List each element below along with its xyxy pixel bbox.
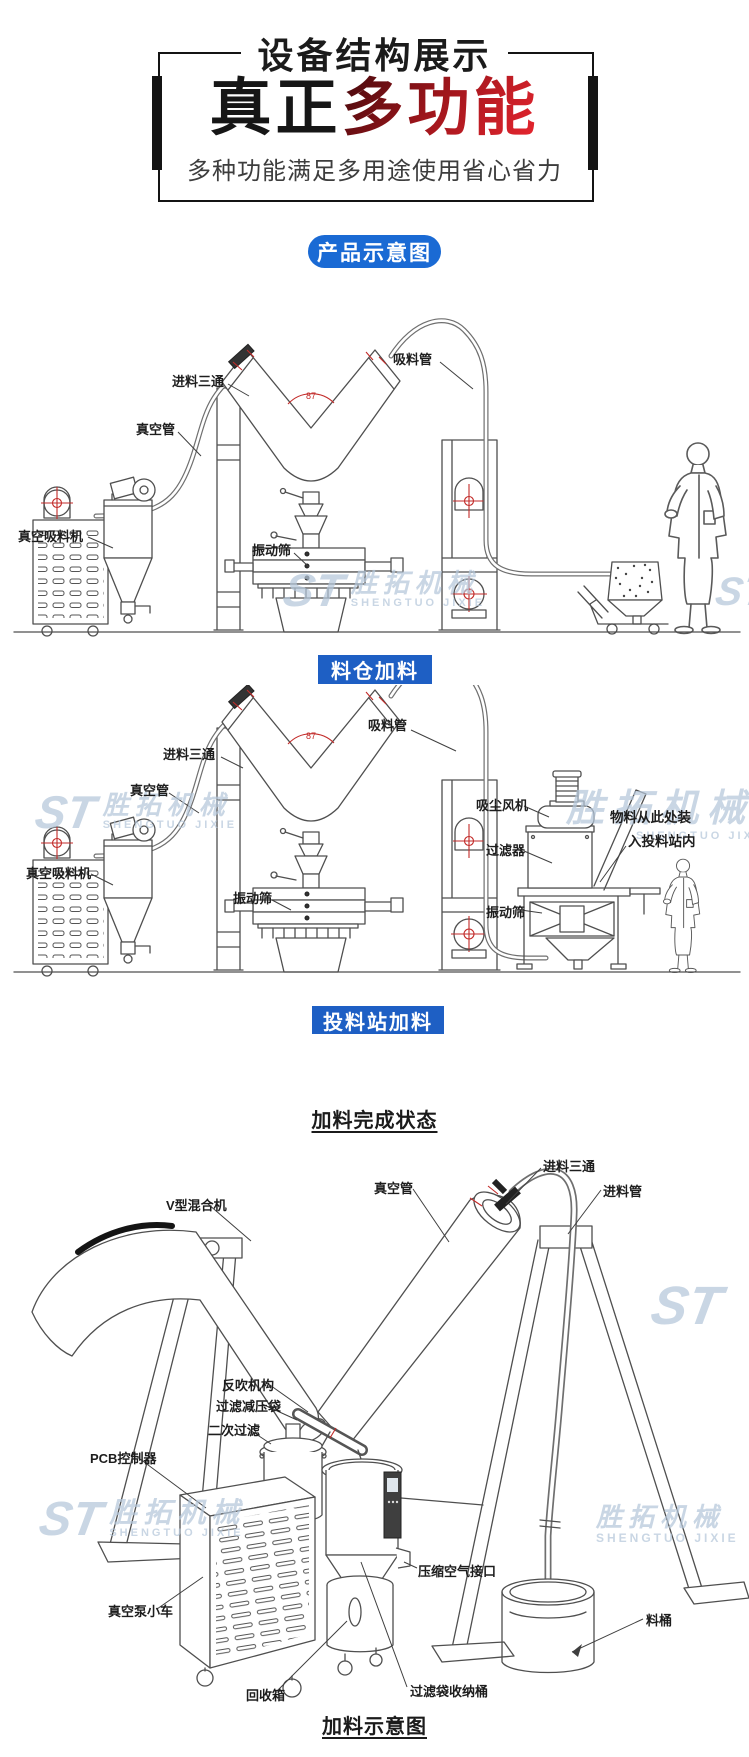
- header-subtitle: 多种功能满足多用途使用省心省力: [187, 158, 562, 185]
- watermark-cn: 胜拓机械: [566, 788, 749, 830]
- label-note-line1: 物料从此处装: [610, 810, 691, 825]
- label-v-mixer: V型混合机: [166, 1198, 227, 1213]
- watermark-en: SHENGTUO JIXIE: [636, 829, 749, 842]
- material-barrel-drawing: [501, 1578, 595, 1674]
- label-vacuum-feeder: 真空吸料机: [26, 866, 92, 881]
- header-kicker: 设备结构展示: [0, 27, 749, 79]
- label-filter: 过滤器: [486, 843, 526, 858]
- label-recycle-bin: 回收箱: [246, 1688, 286, 1703]
- diagram-completed-state: [31, 1167, 749, 1698]
- label-material-barrel: 料桶: [646, 1613, 673, 1628]
- label-feed-tee: 进料三通: [172, 374, 225, 389]
- watermark-logo: ST: [712, 570, 749, 614]
- label-feed-tee: 进料三通: [543, 1159, 596, 1174]
- label-blowback: 反吹机构: [222, 1378, 275, 1393]
- pump-cart-drawing: [179, 1476, 316, 1698]
- watermark: ST: [647, 1276, 727, 1336]
- control-panel-drawing: [383, 1471, 484, 1539]
- header-left-bar: [152, 76, 162, 170]
- watermark-logo: ST: [35, 1493, 107, 1546]
- watermark-logo: ST: [279, 564, 348, 616]
- label-vacuum-feeder: 真空吸料机: [18, 529, 84, 544]
- label-pump-cart: 真空泵小车: [108, 1604, 174, 1619]
- label-air-port: 压缩空气接口: [418, 1564, 497, 1579]
- section3-bottom-title: 加料示意图: [322, 1716, 427, 1738]
- watermark-cn: 胜拓机械: [350, 568, 479, 598]
- label-vibrating-screen-right: 振动筛: [486, 905, 526, 920]
- caption-station-feeding: 投料站加料: [312, 1006, 444, 1034]
- diagram-silo-feeding: 87: [13, 318, 741, 645]
- feeding-station-drawing: [516, 770, 661, 970]
- label-suction-pipe: 吸料管: [368, 718, 408, 733]
- label-vacuum-pipe: 真空管: [374, 1181, 414, 1196]
- watermark: ST: [712, 570, 749, 614]
- title-black-part: 真正: [209, 74, 342, 143]
- label-feed-pipe: 进料管: [603, 1184, 643, 1199]
- watermark: 胜拓机械 SHENGTUO JIXIE: [566, 788, 749, 842]
- diagram-station-feeding: [13, 685, 741, 985]
- filter-tank-drawing: [321, 1449, 411, 1583]
- watermark-en: SHENGTUO JIXIE: [102, 819, 238, 832]
- recycle-bin-drawing: [326, 1575, 394, 1676]
- watermark-logo: ST: [646, 1276, 727, 1336]
- label-vibrating-screen: 振动筛: [252, 543, 292, 558]
- title-red-part: 多功能: [341, 74, 540, 143]
- material-cart-drawing: [577, 561, 669, 635]
- watermark: 胜拓机械 SHENGTUO JIXIE: [596, 1502, 739, 1546]
- label-feed-tee: 进料三通: [163, 747, 216, 762]
- watermark: ST 胜拓机械 SHENGTUO JIXIE: [35, 1493, 246, 1546]
- watermark-cn: 胜拓机械: [109, 1497, 246, 1528]
- page-title: 真正多功能: [0, 70, 749, 148]
- watermark-en: SHENGTUO JIXIE: [350, 597, 486, 610]
- label-dust-fan: 吸尘风机: [476, 798, 529, 813]
- product-schematic-badge: 产品示意图: [308, 235, 441, 268]
- label-pcb-controller: PCB控制器: [90, 1451, 157, 1466]
- watermark-cn: 胜拓机械: [102, 790, 231, 820]
- section3-title: 加料完成状态: [311, 1110, 438, 1132]
- watermark-en: SHENGTUO JIXIE: [596, 1531, 739, 1546]
- watermark-cn: 胜拓机械: [596, 1502, 725, 1532]
- label-bag-bucket: 过滤袋收纳桶: [410, 1684, 489, 1699]
- header-right-bar: [588, 76, 598, 170]
- label-secondary-filter: 二次过滤: [208, 1423, 261, 1438]
- label-suction-pipe: 吸料管: [393, 352, 433, 367]
- label-note-line2: 入投料站内: [628, 834, 696, 849]
- label-vibrating-screen-left: 振动筛: [233, 891, 273, 906]
- watermark-logo: ST: [31, 786, 100, 838]
- label-vacuum-pipe: 真空管: [136, 422, 176, 437]
- watermark-en: SHENGTUO JIXIE: [109, 1527, 244, 1540]
- watermark: ST 胜拓机械 SHENGTUO JIXIE: [280, 564, 486, 616]
- caption-silo-feeding: 料仓加料: [318, 655, 432, 684]
- watermark: ST 胜拓机械 SHENGTUO JIXIE: [32, 786, 238, 838]
- label-filter-bag: 过滤减压袋: [216, 1399, 282, 1414]
- label-vacuum-pipe: 真空管: [130, 783, 170, 798]
